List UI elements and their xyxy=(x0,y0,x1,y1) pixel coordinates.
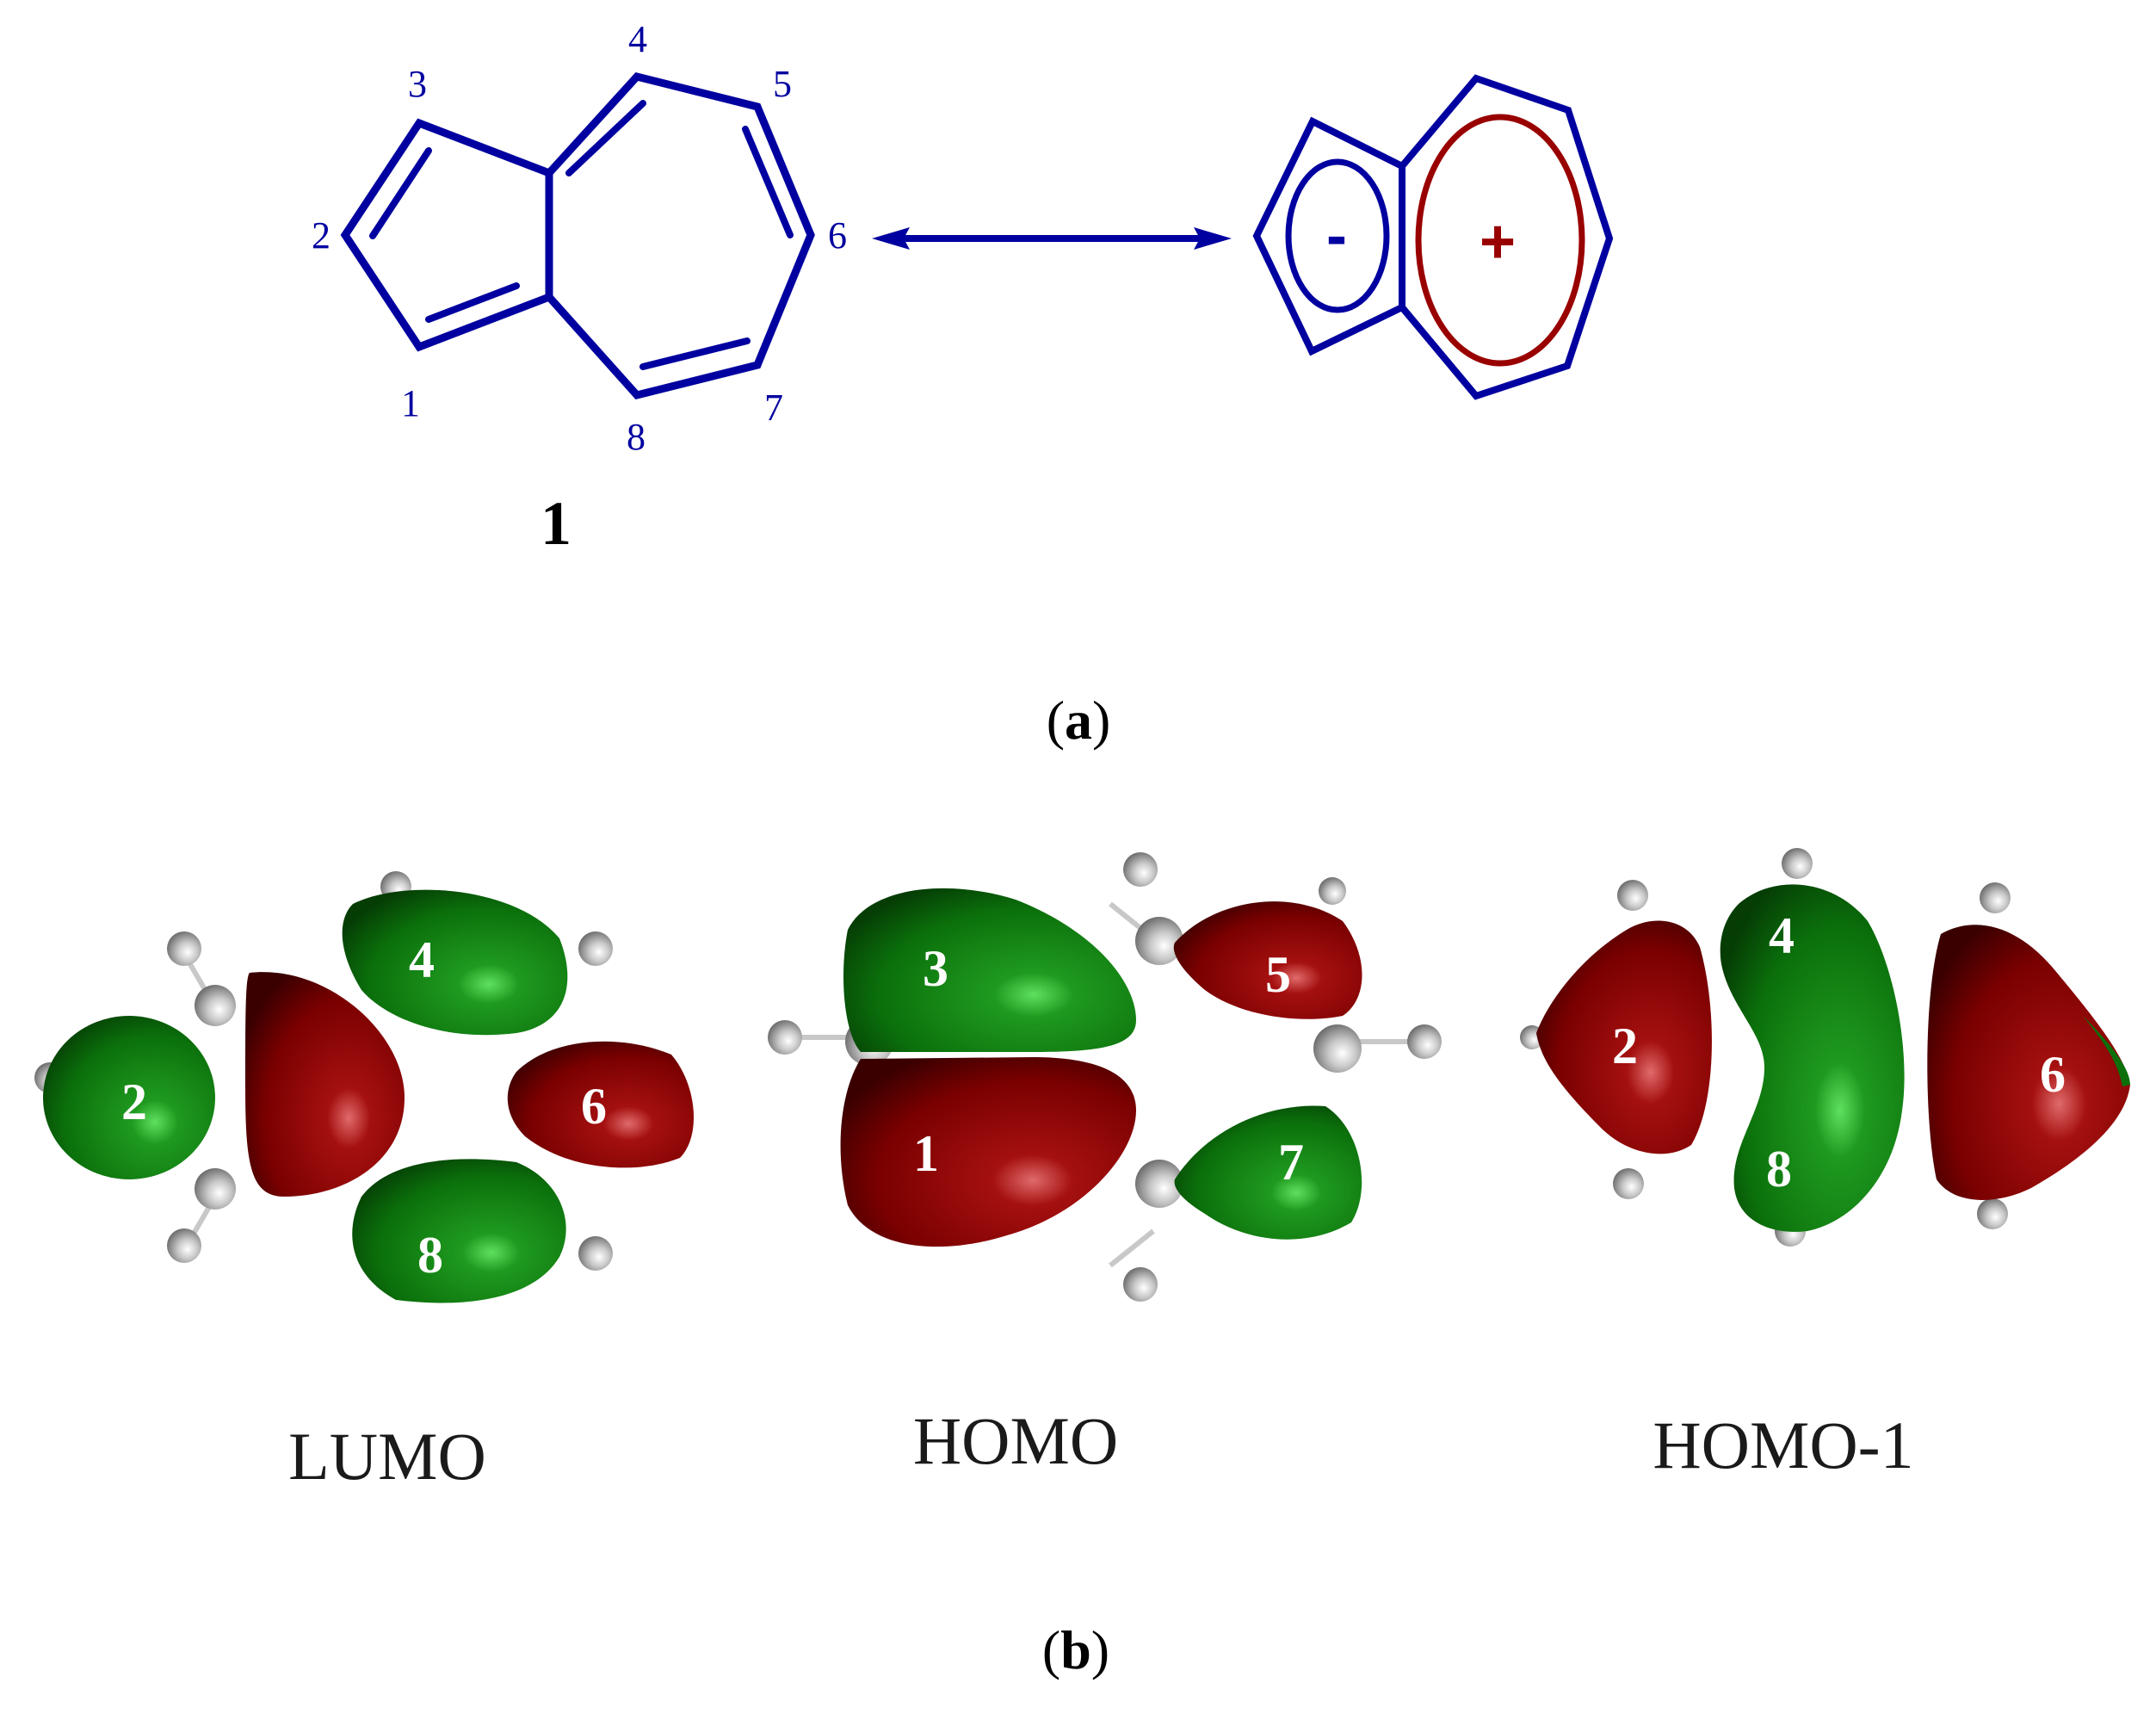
resonance-arrow-icon xyxy=(872,227,1232,250)
double-bond-5-6 xyxy=(742,126,794,238)
hydrogen-atom-icon xyxy=(167,931,201,966)
orbital-name-homo: HOMO xyxy=(913,1403,1118,1478)
seven-ring-bonds xyxy=(545,71,815,400)
orbital-lobe-red xyxy=(840,1057,1136,1247)
lobe-number-8: 8 xyxy=(417,1227,443,1284)
atom-number-1: 1 xyxy=(401,382,420,424)
lobe-number-2: 2 xyxy=(1612,1018,1638,1074)
orbital-lobe-green xyxy=(1720,884,1905,1232)
aromatic-sextet-circle-cation xyxy=(1415,114,1585,367)
atom-number-4: 4 xyxy=(628,18,647,60)
orbital-name-homo-minus-1: HOMO-1 xyxy=(1653,1408,1913,1482)
hydrogen-atom-icon xyxy=(578,1236,613,1271)
orbital-homo: 3 1 5 7 xyxy=(768,852,1442,1302)
orbital-lobe-green xyxy=(1174,1105,1362,1240)
lobe-number-2: 2 xyxy=(121,1074,147,1130)
lobe-number-8: 8 xyxy=(1766,1141,1792,1197)
carbon-atom-icon xyxy=(1135,917,1183,965)
positive-charge-sign: + xyxy=(1480,207,1516,276)
lobe-number-6: 6 xyxy=(2040,1046,2066,1103)
tropylium-ring xyxy=(1399,74,1614,400)
hydrogen-atom-icon xyxy=(1613,1168,1644,1199)
five-ring-bonds xyxy=(340,118,553,352)
aromatic-sextet-circle-anion xyxy=(1285,158,1390,313)
double-bond-4-10 xyxy=(565,100,646,176)
hydrogen-atom-icon xyxy=(1123,852,1158,887)
atom-number-2: 2 xyxy=(312,214,331,257)
lobe-number-4: 4 xyxy=(1769,907,1795,964)
atom-number-8: 8 xyxy=(627,416,646,458)
hydrogen-atom-icon xyxy=(1123,1267,1158,1302)
orbital-lobe-red xyxy=(507,1041,695,1168)
panel-label-b: (b) xyxy=(1042,1619,1109,1680)
orbital-lumo: 2 4 6 8 xyxy=(34,871,695,1303)
orbital-lobe-green-edge xyxy=(2083,1016,2130,1086)
carbon-atom-icon xyxy=(1135,1160,1183,1208)
orbital-lobe-red xyxy=(1927,925,2130,1200)
hydrogen-atom-icon xyxy=(167,1228,201,1263)
double-bond-2-3 xyxy=(369,147,432,239)
lobe-number-5: 5 xyxy=(1265,946,1291,1003)
hydrogen-atom-icon xyxy=(1977,1198,2008,1229)
orbital-lobe-red xyxy=(1173,901,1362,1019)
hydrogen-atom-icon xyxy=(1782,848,1813,879)
carbon-atom-icon xyxy=(195,985,236,1026)
atom-number-7: 7 xyxy=(764,387,783,429)
hydrogen-atom-icon xyxy=(768,1020,802,1055)
double-bond-7-8 xyxy=(639,337,751,370)
orbital-lobe-red xyxy=(1536,920,1712,1154)
lobe-number-4: 4 xyxy=(409,931,435,988)
lobe-number-6: 6 xyxy=(581,1078,607,1135)
lobe-number-7: 7 xyxy=(1278,1134,1304,1191)
atom-number-5: 5 xyxy=(773,63,792,105)
orbital-name-lumo: LUMO xyxy=(288,1419,486,1494)
hydrogen-atom-icon xyxy=(1980,882,2011,913)
panel-b: 2 4 6 8 LUMO 3 1 5 xyxy=(34,848,2130,1680)
hydrogen-atom-icon xyxy=(1617,880,1648,911)
cyclopentadienyl-ring xyxy=(1252,116,1405,356)
lobe-number-3: 3 xyxy=(923,940,948,997)
lobe-number-1: 1 xyxy=(913,1125,939,1182)
orbital-lobe-green xyxy=(843,888,1136,1052)
orbital-lobe-green xyxy=(43,1016,215,1179)
atom-number-labels: 1 2 3 4 5 6 7 8 xyxy=(312,18,847,458)
compound-number: 1 xyxy=(541,489,571,558)
panel-a: 1 2 3 4 5 6 7 8 1 - + (a) xyxy=(312,18,1614,751)
orbital-lobe-green xyxy=(352,1159,566,1303)
orbital-homo-minus-1: 2 4 8 6 xyxy=(1520,848,2130,1247)
orbital-lobe-red xyxy=(245,972,405,1197)
atom-number-3: 3 xyxy=(408,63,427,105)
carbon-atom-icon xyxy=(195,1168,236,1210)
hydrogen-atom-icon xyxy=(1319,877,1346,905)
orbital-lobe-green xyxy=(342,889,568,1036)
zwitterion-structure: - + xyxy=(1252,74,1614,400)
double-bond-1-9 xyxy=(425,282,520,323)
azulene-structure xyxy=(340,71,815,400)
hydrogen-atom-icon xyxy=(1407,1024,1442,1059)
hydrogen-atom-icon xyxy=(578,931,613,966)
atom-number-6: 6 xyxy=(828,214,847,257)
panel-label-a: (a) xyxy=(1047,690,1111,751)
carbon-atom-icon xyxy=(1313,1024,1362,1073)
negative-charge-sign: - xyxy=(1326,201,1347,270)
